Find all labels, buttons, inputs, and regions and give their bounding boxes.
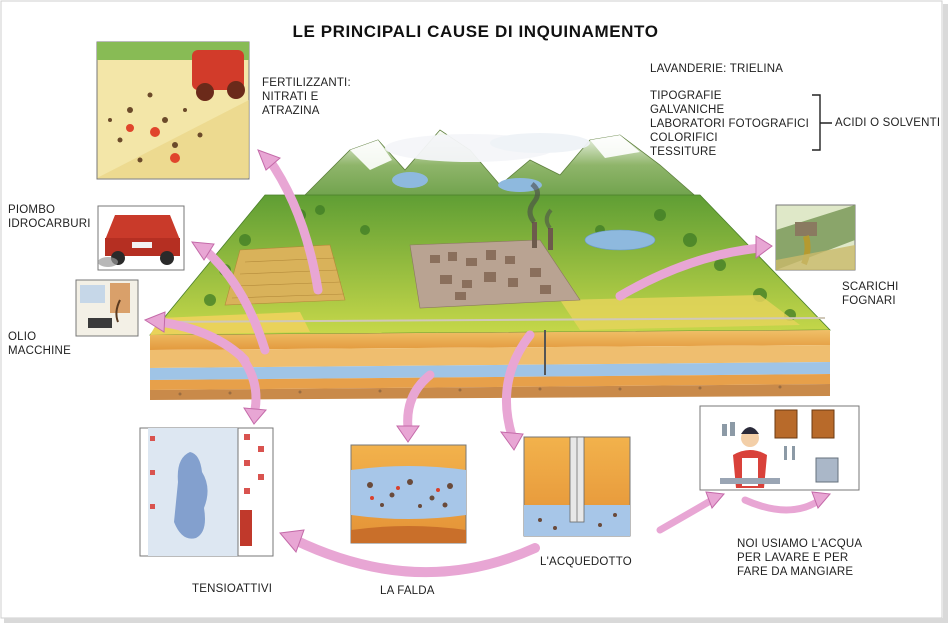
aqueduct-well-picture: [523, 436, 631, 537]
page-title: LE PRINCIPALI CAUSE DI INQUINAMENTO: [292, 22, 659, 41]
aquifer-label: LA FALDA: [380, 585, 435, 597]
fertilizer-tractor-picture: [96, 41, 250, 180]
acids-solvents-label: ACIDI O SOLVENTI: [835, 117, 941, 129]
kitchen-picture: [699, 405, 860, 491]
flow-arrows: [143, 149, 831, 578]
water-use-label: NOI USIAMO L'ACQUA PER LAVARE E PER FARE…: [737, 538, 863, 578]
oil-change-picture: [75, 279, 139, 337]
fertilizers-label: FERTILIZZANTI: NITRATI E ATRAZINA: [262, 77, 351, 117]
industries-list: TIPOGRAFIE GALVANICHE LABORATORI FOTOGRA…: [650, 90, 810, 158]
industry-bracket: [812, 94, 832, 151]
surfactants-label: TENSIOATTIVI: [192, 583, 273, 595]
lead-hydrocarbons-label: PIOMBO IDROCARBURI: [8, 204, 91, 230]
shower-picture: [139, 427, 274, 557]
laundry-label: LAVANDERIE: TRIELINA: [650, 63, 784, 75]
motor-oil-label: OLIO MACCHINE: [8, 331, 71, 357]
aqueduct-label: L'ACQUEDOTTO: [540, 556, 632, 568]
sewage-pipe-picture: [775, 204, 856, 271]
sewage-label: SCARICHI FOGNARI: [842, 281, 899, 307]
car-exhaust-picture: [97, 205, 185, 271]
aquifer-picture: [350, 444, 467, 544]
